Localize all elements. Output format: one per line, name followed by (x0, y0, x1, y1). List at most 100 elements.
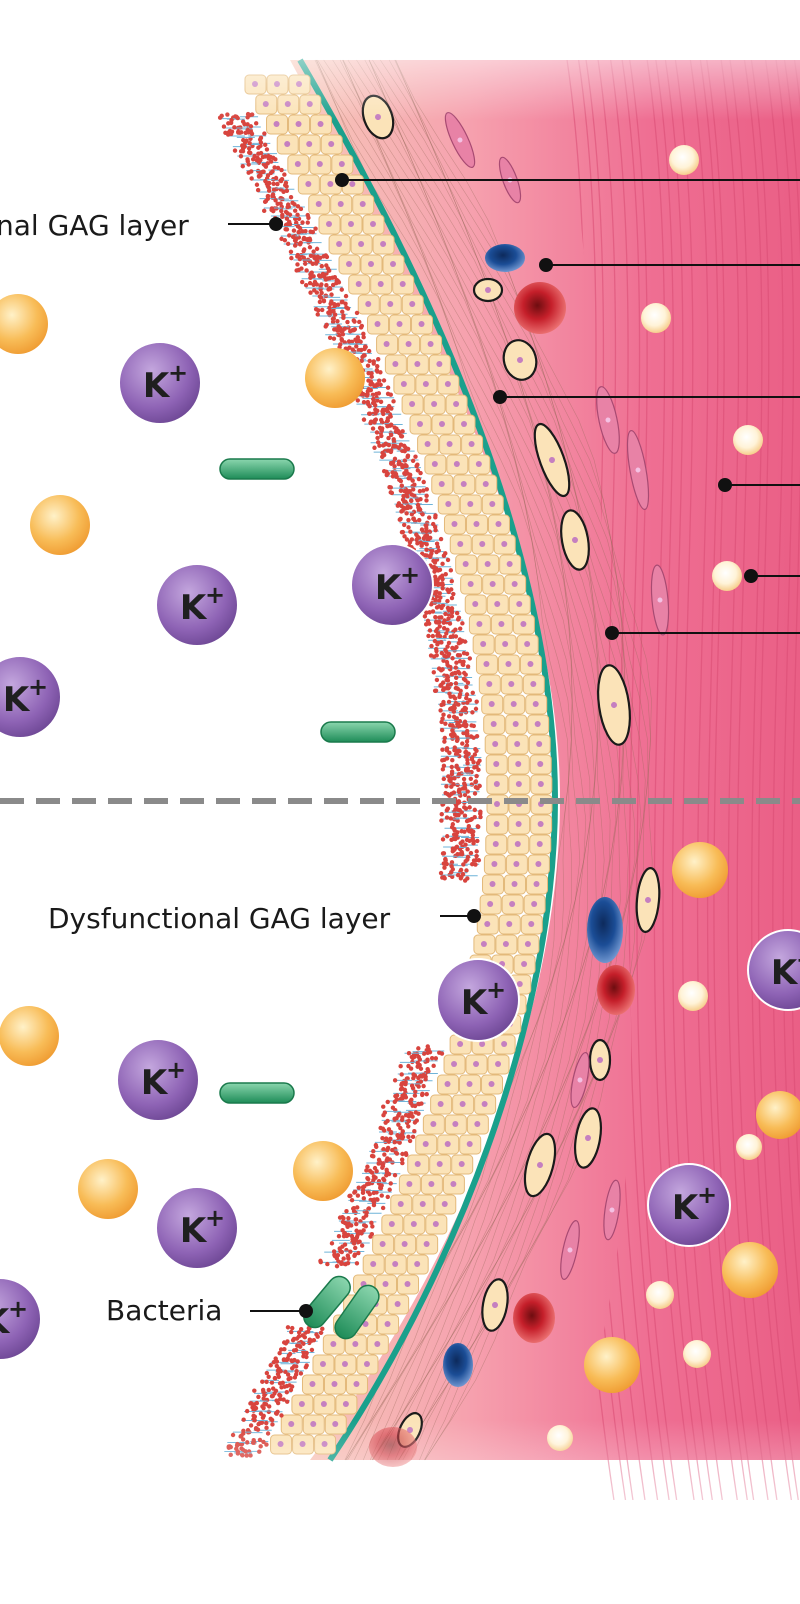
urothelial-cell (529, 834, 552, 855)
urothelial-cell (452, 1094, 475, 1115)
urothelial-cell (525, 694, 548, 715)
svg-text:+: + (168, 359, 188, 387)
smooth-muscle-cell (603, 1179, 621, 1241)
urothelial-cell (443, 514, 466, 535)
urothelial-cell (507, 834, 530, 855)
smooth-muscle-cell (596, 386, 620, 454)
urothelial-cell (481, 494, 504, 515)
urothelial-cell (522, 674, 545, 695)
gag-molecule (252, 1387, 273, 1400)
urothelial-cell (499, 554, 522, 575)
urothelial-cell (476, 914, 499, 935)
vein (587, 897, 623, 963)
svg-text:+: + (205, 1204, 225, 1232)
urothelial-cell (352, 194, 375, 215)
urothelial-cell (298, 134, 321, 155)
potassium-ion: K+ (116, 1038, 200, 1122)
fibroblast-cell (472, 277, 504, 303)
potassium-ion: K+ (155, 1186, 239, 1270)
urothelial-cell (384, 354, 407, 375)
gag-molecule (312, 290, 331, 303)
urothelial-cell (474, 1094, 497, 1115)
urothelial-cell (401, 294, 424, 315)
gag-molecule (442, 789, 462, 798)
muscle-fiber (772, 60, 800, 1500)
fibroblast-cell (597, 664, 631, 746)
urothelial-cell (340, 214, 363, 235)
muscle-fiber (702, 60, 755, 1500)
gag-molecule (461, 858, 482, 867)
urothelial-cell (471, 534, 494, 555)
urothelial-cell (357, 294, 380, 315)
urothelial-cell (381, 1214, 404, 1235)
urothelial-cell (276, 134, 299, 155)
gag-molecule (294, 266, 315, 275)
gag-molecule (240, 157, 259, 169)
gag-molecule (381, 1116, 401, 1127)
gag-molecule (440, 832, 461, 842)
urothelial-cell (320, 134, 343, 155)
urothelial-cell (322, 1334, 345, 1355)
vein (443, 1343, 473, 1387)
potassium-ion: K+ (155, 563, 239, 647)
fibroblast-cell (635, 867, 661, 933)
gag-layer (217, 111, 483, 1458)
urothelial-cell (330, 194, 353, 215)
svg-text:K: K (143, 366, 171, 406)
smooth-muscle-cell (626, 429, 650, 511)
gag-molecule (439, 721, 460, 733)
urothelial-cell (287, 154, 310, 175)
urothelial-cell (495, 934, 518, 955)
svg-text:K: K (180, 588, 208, 628)
fibroblast-cell (523, 1132, 557, 1198)
gag-molecule (312, 274, 333, 285)
urothelial-cell (348, 274, 371, 295)
gag-molecule (420, 551, 439, 565)
urothelial-cell (445, 394, 468, 415)
gag-molecule (411, 1083, 430, 1098)
urothelial-cell (345, 1374, 368, 1395)
urothelial-cell (482, 574, 505, 595)
gag-molecule (392, 1078, 413, 1088)
urea-particle (736, 1134, 762, 1160)
muscle-fiber (780, 60, 800, 1500)
gag-molecule (379, 452, 398, 466)
urothelial-cell (406, 354, 429, 375)
urothelial-cell (472, 634, 495, 655)
muscle-fiber (747, 60, 799, 1500)
connective-fiber (323, 59, 587, 1461)
svg-text:+: + (8, 1295, 28, 1323)
urothelial-cell (530, 794, 553, 815)
urothelial-cell (335, 1394, 358, 1415)
gag-molecule (365, 1157, 385, 1170)
urothelial-cell (443, 1054, 466, 1075)
urothelial-cell (503, 694, 526, 715)
gag-molecule (248, 150, 268, 160)
label-normal-gag-layer: nal GAG layer (0, 209, 189, 242)
gag-molecule (260, 1374, 279, 1385)
gag-molecule (332, 1255, 351, 1267)
connective-fiber (314, 59, 570, 1461)
connective-fiber (395, 59, 653, 1461)
muscle-fiber (618, 60, 670, 1500)
urothelial-cell (526, 874, 549, 895)
svg-text:K: K (771, 953, 799, 993)
gag-molecule (462, 805, 483, 818)
gag-molecule (440, 750, 460, 763)
urothelial-cell (504, 574, 527, 595)
svg-text:K: K (672, 1188, 700, 1228)
urothelial-cell (431, 474, 454, 495)
bottom-fade (200, 1420, 800, 1600)
urothelial-cell (494, 634, 517, 655)
gag-molecule (447, 867, 468, 880)
callout-dot (605, 626, 619, 640)
urothelial-cell (500, 674, 523, 695)
gag-molecule (293, 253, 314, 267)
connective-fiber (347, 59, 611, 1461)
gag-molecule (360, 354, 381, 366)
urothelial-cell (297, 174, 320, 195)
urothelial-cell (475, 654, 498, 675)
urothelial-cell (313, 1394, 336, 1415)
gag-molecule (452, 670, 473, 683)
